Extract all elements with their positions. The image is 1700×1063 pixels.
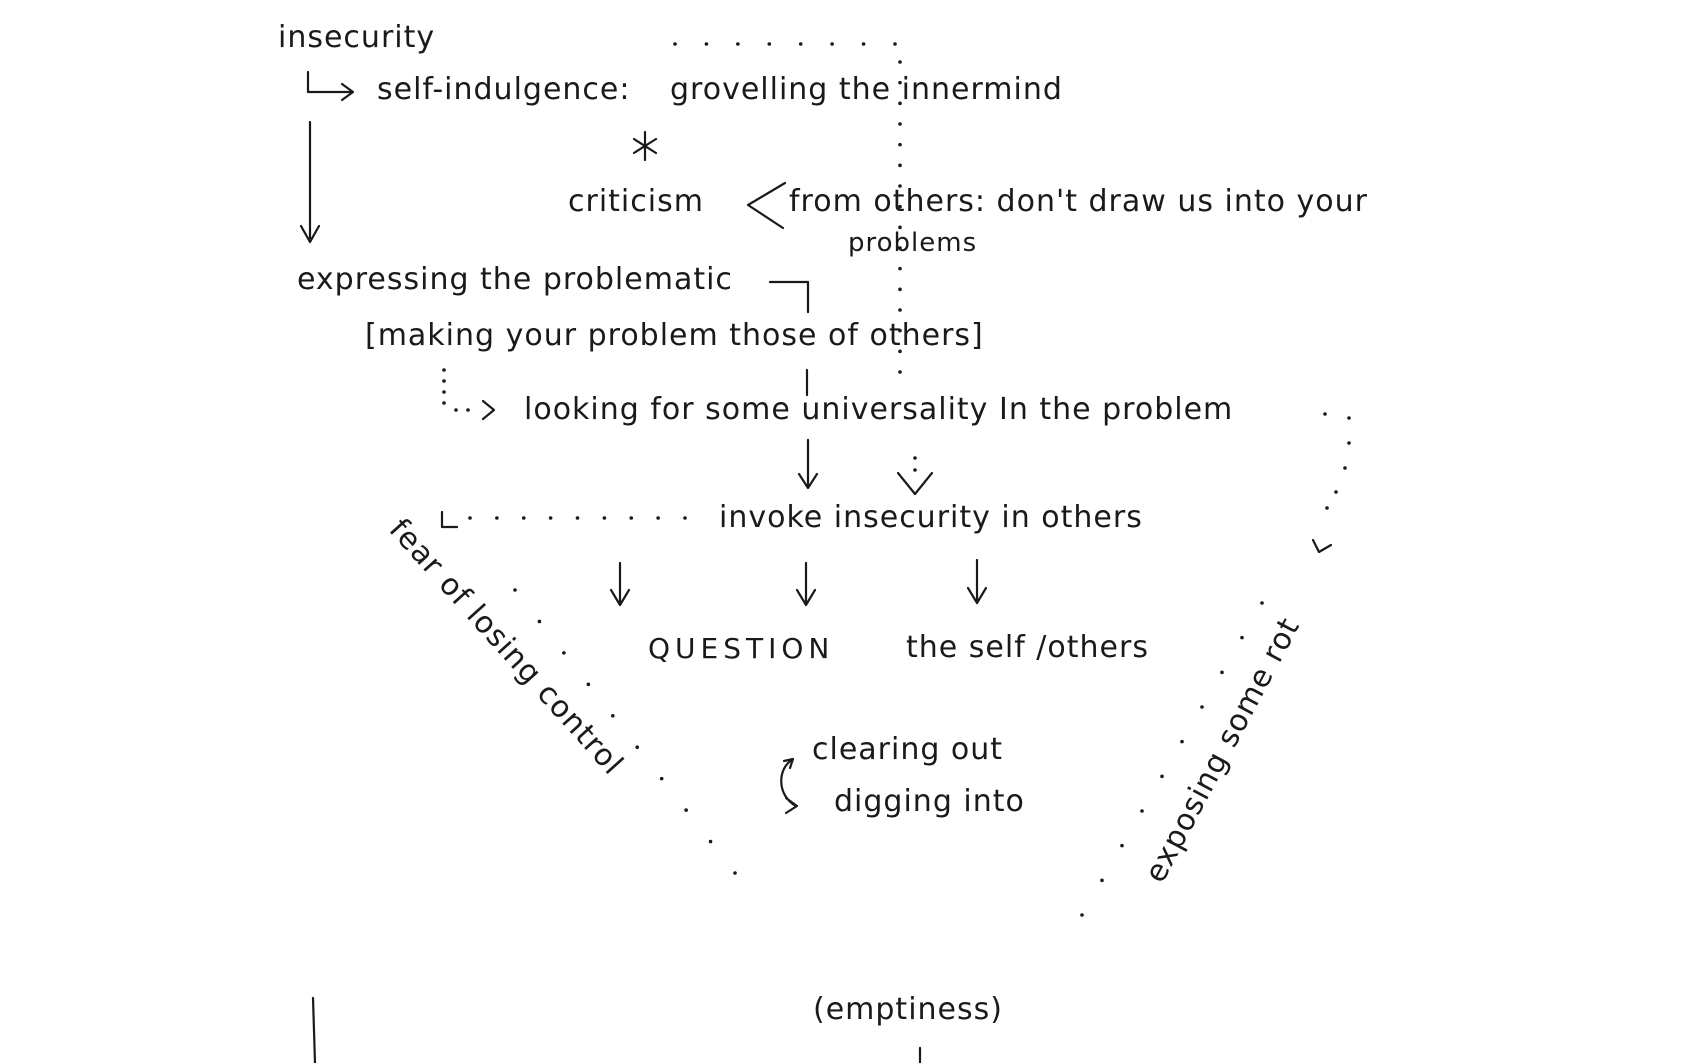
- dotted-curve-problem-to-exposing: [1323, 412, 1351, 510]
- dot: [861, 42, 866, 46]
- dot: [1325, 506, 1329, 510]
- node-self-others: the self /others: [906, 630, 1149, 665]
- dot: [898, 142, 902, 147]
- node-criticism: criticism: [568, 184, 704, 219]
- dot: [893, 42, 897, 46]
- node-making-problem: [making your problem those of others]: [365, 318, 984, 353]
- dot: [1080, 913, 1084, 917]
- connector-expressing-corner: [768, 280, 810, 314]
- dot: [659, 776, 664, 781]
- dot: [1100, 878, 1104, 883]
- dot: [1140, 809, 1144, 813]
- dot: [1120, 843, 1124, 848]
- dot: [1347, 441, 1351, 445]
- dot: [898, 184, 902, 188]
- dot: [495, 516, 499, 520]
- arrowhead-exposing: [1311, 538, 1333, 554]
- node-expressing: expressing the problematic: [297, 262, 733, 297]
- dot: [830, 42, 834, 46]
- dot: [898, 287, 902, 292]
- arrow-invoke-to-question-2: [795, 561, 817, 607]
- node-emptiness: (emptiness): [813, 992, 1003, 1027]
- node-problems: problems: [848, 228, 978, 258]
- dot: [898, 101, 902, 106]
- dot: [733, 871, 737, 875]
- dot: [683, 516, 687, 520]
- dot: [1343, 466, 1347, 470]
- dot: [562, 651, 566, 655]
- arrow-invoke-to-question-3: [966, 558, 988, 605]
- dot: [586, 682, 591, 687]
- dotted-line-invoke-to-fear: [468, 516, 687, 520]
- arrow-looking-to-invoke: [797, 438, 819, 490]
- node-insecurity: insecurity: [278, 20, 436, 55]
- dot: [1200, 705, 1204, 709]
- node-digging: digging into: [834, 784, 1025, 819]
- node-clearing: clearing out: [812, 732, 1004, 767]
- dot: [629, 516, 634, 520]
- dot: [898, 308, 902, 312]
- dot: [898, 60, 902, 64]
- dot: [898, 328, 902, 333]
- dot: [537, 619, 542, 624]
- dot: [898, 246, 902, 250]
- node-grovelling: grovelling the innermind: [670, 72, 1063, 107]
- node-invoke: invoke insecurity in others: [719, 500, 1143, 535]
- dot: [898, 266, 902, 271]
- dot: [1323, 412, 1327, 416]
- dot: [1220, 670, 1224, 675]
- arrow-insecurity-to-self-indulgence: [306, 70, 355, 102]
- node-looking: looking for some universality In the pro…: [524, 392, 1234, 427]
- dot: [704, 42, 709, 46]
- bottom-vertical-line-left: [311, 996, 317, 1063]
- dot: [1260, 601, 1264, 605]
- dot: [468, 516, 472, 520]
- dot: [610, 713, 615, 718]
- dot: [602, 516, 607, 520]
- dot: [898, 80, 902, 85]
- bracket-criticism-from-others: [746, 181, 787, 230]
- dot: [898, 204, 902, 209]
- dot: [898, 225, 902, 230]
- arrowhead-fear: [440, 510, 459, 529]
- cycle-arrowhead-top: [782, 757, 795, 770]
- dot: [898, 163, 902, 168]
- dot: [1240, 635, 1244, 640]
- dotted-vertical-line: [673, 42, 902, 374]
- dot: [548, 516, 553, 520]
- dot: [1160, 774, 1164, 779]
- dot: [1180, 739, 1184, 744]
- dotted-arrow-right-to-invoke: [896, 456, 934, 496]
- dot: [767, 42, 772, 46]
- arrow-insecurity-to-expressing: [299, 120, 321, 244]
- dot: [673, 42, 677, 46]
- asterisk-mark: [632, 130, 658, 162]
- dotted-diagonal-left: [513, 588, 737, 875]
- dot: [513, 588, 517, 592]
- dot: [684, 808, 688, 812]
- dot: [708, 839, 713, 844]
- dot: [656, 516, 660, 520]
- dot: [1347, 416, 1351, 420]
- dot: [736, 42, 740, 46]
- arrow-invoke-to-question-1: [609, 561, 631, 607]
- dot: [521, 516, 526, 520]
- dot: [798, 42, 803, 46]
- cycle-arrow-clearing-digging: [780, 758, 799, 815]
- dot: [575, 516, 580, 520]
- dotted-diagonal-right: [1080, 601, 1264, 917]
- dot: [898, 349, 902, 354]
- node-question: QUESTION: [648, 632, 835, 665]
- dot: [898, 370, 902, 374]
- dot: [1334, 490, 1338, 494]
- node-self-indulgence: self-indulgence:: [377, 72, 631, 107]
- dot: [898, 122, 902, 126]
- dotted-arrow-making-to-looking: [442, 368, 496, 421]
- node-from-others: from others: don't draw us into your: [789, 184, 1368, 219]
- dot: [635, 745, 640, 750]
